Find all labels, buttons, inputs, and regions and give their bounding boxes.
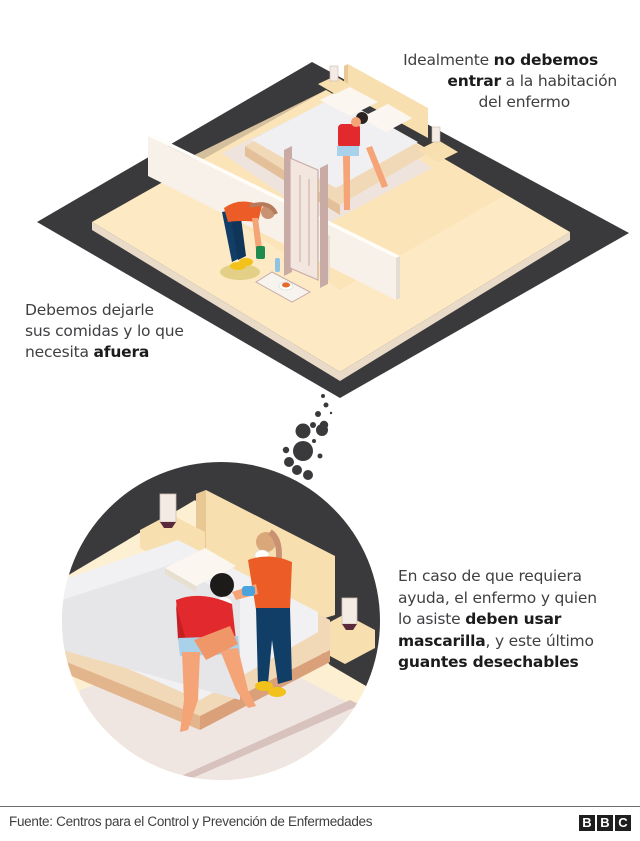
caption-text: Idealmente bbox=[403, 51, 494, 69]
door bbox=[284, 146, 328, 288]
caption-text: lo asiste bbox=[398, 610, 466, 628]
bbc-logo-letter: B bbox=[597, 815, 613, 831]
thought-bubble-dots bbox=[282, 394, 333, 480]
caption-emphasis: guantes desechables bbox=[398, 653, 579, 671]
partition-wall bbox=[148, 136, 396, 300]
caption-text: Debemos dejarle bbox=[25, 301, 154, 319]
caption-text: del enfermo bbox=[478, 93, 571, 111]
caption-emphasis: entrar bbox=[447, 72, 501, 90]
glove-icon bbox=[242, 586, 255, 596]
illustration bbox=[37, 62, 629, 780]
assistant-figure bbox=[232, 529, 292, 697]
sick-man-figure bbox=[337, 112, 388, 210]
isometric-room-scene bbox=[37, 62, 629, 398]
caption-use-masks-gloves: En caso de que requiera ayuda, el enferm… bbox=[398, 566, 638, 674]
caption-emphasis: mascarilla bbox=[398, 631, 486, 650]
caregiver-scene-circle bbox=[62, 462, 380, 780]
food-tray bbox=[255, 258, 312, 303]
footer: Fuente: Centros para el Control y Preven… bbox=[0, 806, 640, 841]
caption-text: a la habitación bbox=[500, 72, 618, 90]
lamp-icon bbox=[159, 493, 177, 523]
lamp-icon bbox=[431, 126, 441, 143]
caregiver-figure bbox=[220, 201, 278, 280]
bbc-logo-letter: C bbox=[615, 815, 631, 831]
lamp-icon bbox=[329, 65, 339, 82]
caption-leave-food-outside: Debemos dejarle sus comidas y lo que nec… bbox=[25, 300, 245, 363]
caption-text: ayuda, el enfermo y quien bbox=[398, 588, 597, 607]
caption-dont-enter-room: Idealmente no debemos entrar a la habita… bbox=[372, 50, 620, 113]
source-credit: Fuente: Centros para el Control y Preven… bbox=[9, 814, 373, 829]
caption-emphasis: afuera bbox=[93, 343, 150, 361]
bbc-logo-letter: B bbox=[579, 815, 595, 831]
lamp-icon bbox=[341, 597, 358, 625]
glove-icon bbox=[256, 246, 265, 259]
caption-text: sus comidas y lo que bbox=[25, 322, 184, 340]
caption-text: En caso de que requiera bbox=[398, 567, 582, 585]
caption-emphasis: no debemos bbox=[493, 51, 599, 69]
bbc-logo: B B C bbox=[579, 815, 631, 831]
patient-figure bbox=[176, 573, 256, 732]
caption-text: , y este último bbox=[485, 631, 594, 650]
caption-text: necesita bbox=[25, 343, 94, 361]
water-bottle-icon bbox=[275, 258, 280, 272]
caption-emphasis: deben usar bbox=[465, 610, 562, 628]
